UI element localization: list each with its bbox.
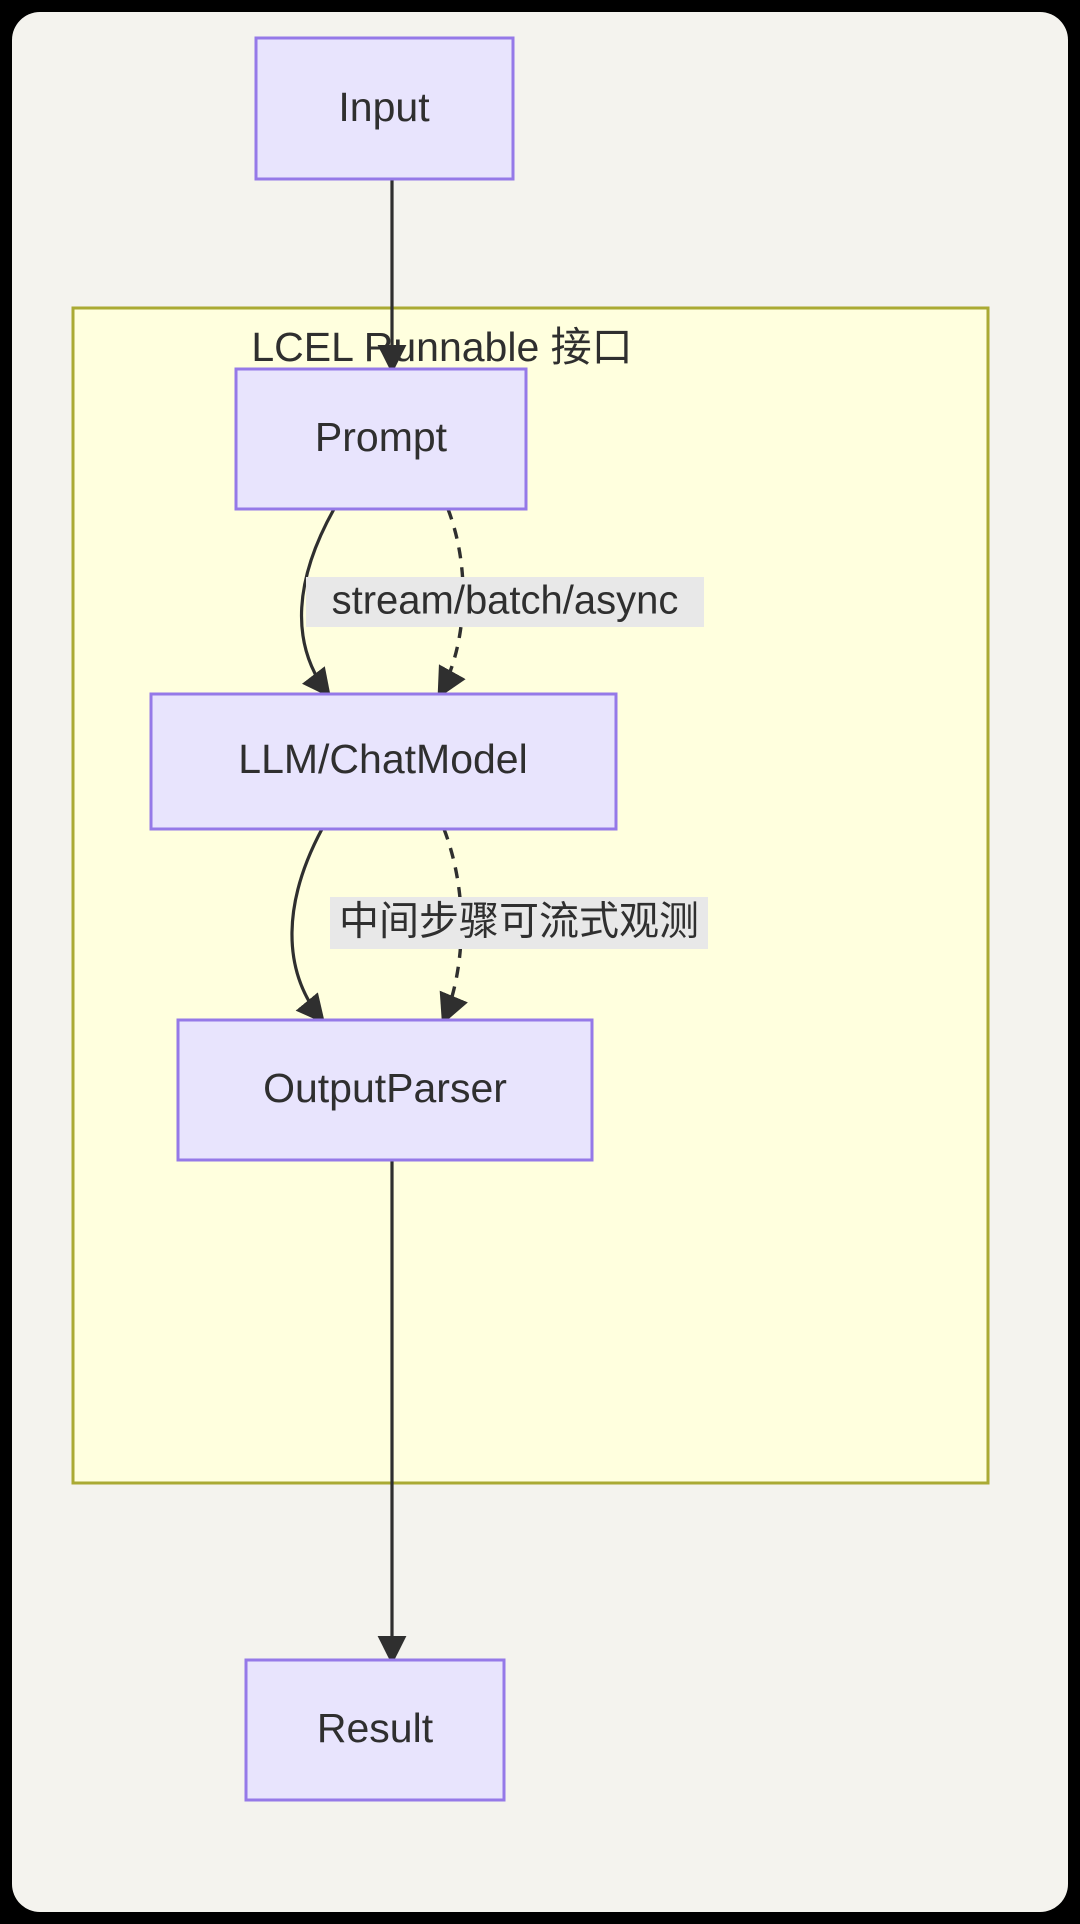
node-input-label: Input [338, 84, 430, 130]
edge-llm-to-parser-solid [290, 828, 326, 1024]
edge-prompt-to-llm-solid [299, 508, 336, 698]
node-input[interactable]: Input [254, 36, 515, 181]
flowchart-svg: LCEL Runnable 接口 stream/batch/async [71, 36, 990, 1802]
node-prompt[interactable]: Prompt [234, 367, 528, 511]
node-parser-label: OutputParser [263, 1065, 507, 1111]
node-outputparser[interactable]: OutputParser [176, 1018, 594, 1162]
node-llm-rect[interactable] [149, 692, 618, 831]
node-input-rect[interactable] [254, 36, 515, 181]
edge-label-stream-text: stream/batch/async [332, 579, 679, 623]
cluster-lcel-rect [71, 306, 990, 1485]
diagram-board: LCEL Runnable 接口 stream/batch/async [12, 12, 1068, 1912]
edge-label-intermediate-stream-observe: 中间步骤可流式观测 [330, 897, 708, 949]
node-prompt-label: Prompt [315, 414, 448, 460]
cluster-lcel-runnable: LCEL Runnable 接口 [71, 306, 990, 1485]
node-result[interactable]: Result [244, 1658, 506, 1802]
node-result-rect[interactable] [244, 1658, 506, 1802]
node-llm-chatmodel[interactable]: LLM/ChatModel [149, 692, 618, 831]
node-parser-rect[interactable] [176, 1018, 594, 1162]
edge-label-observe-bg [330, 897, 708, 949]
node-llm-label: LLM/ChatModel [238, 736, 527, 782]
cluster-lcel-label: LCEL Runnable 接口 [251, 324, 632, 370]
node-result-label: Result [317, 1705, 434, 1751]
edge-label-observe-text: 中间步骤可流式观测 [339, 900, 699, 944]
edge-label-stream-bg [306, 577, 704, 627]
node-prompt-rect[interactable] [234, 367, 528, 511]
edge-label-stream-batch-async: stream/batch/async [306, 577, 704, 627]
